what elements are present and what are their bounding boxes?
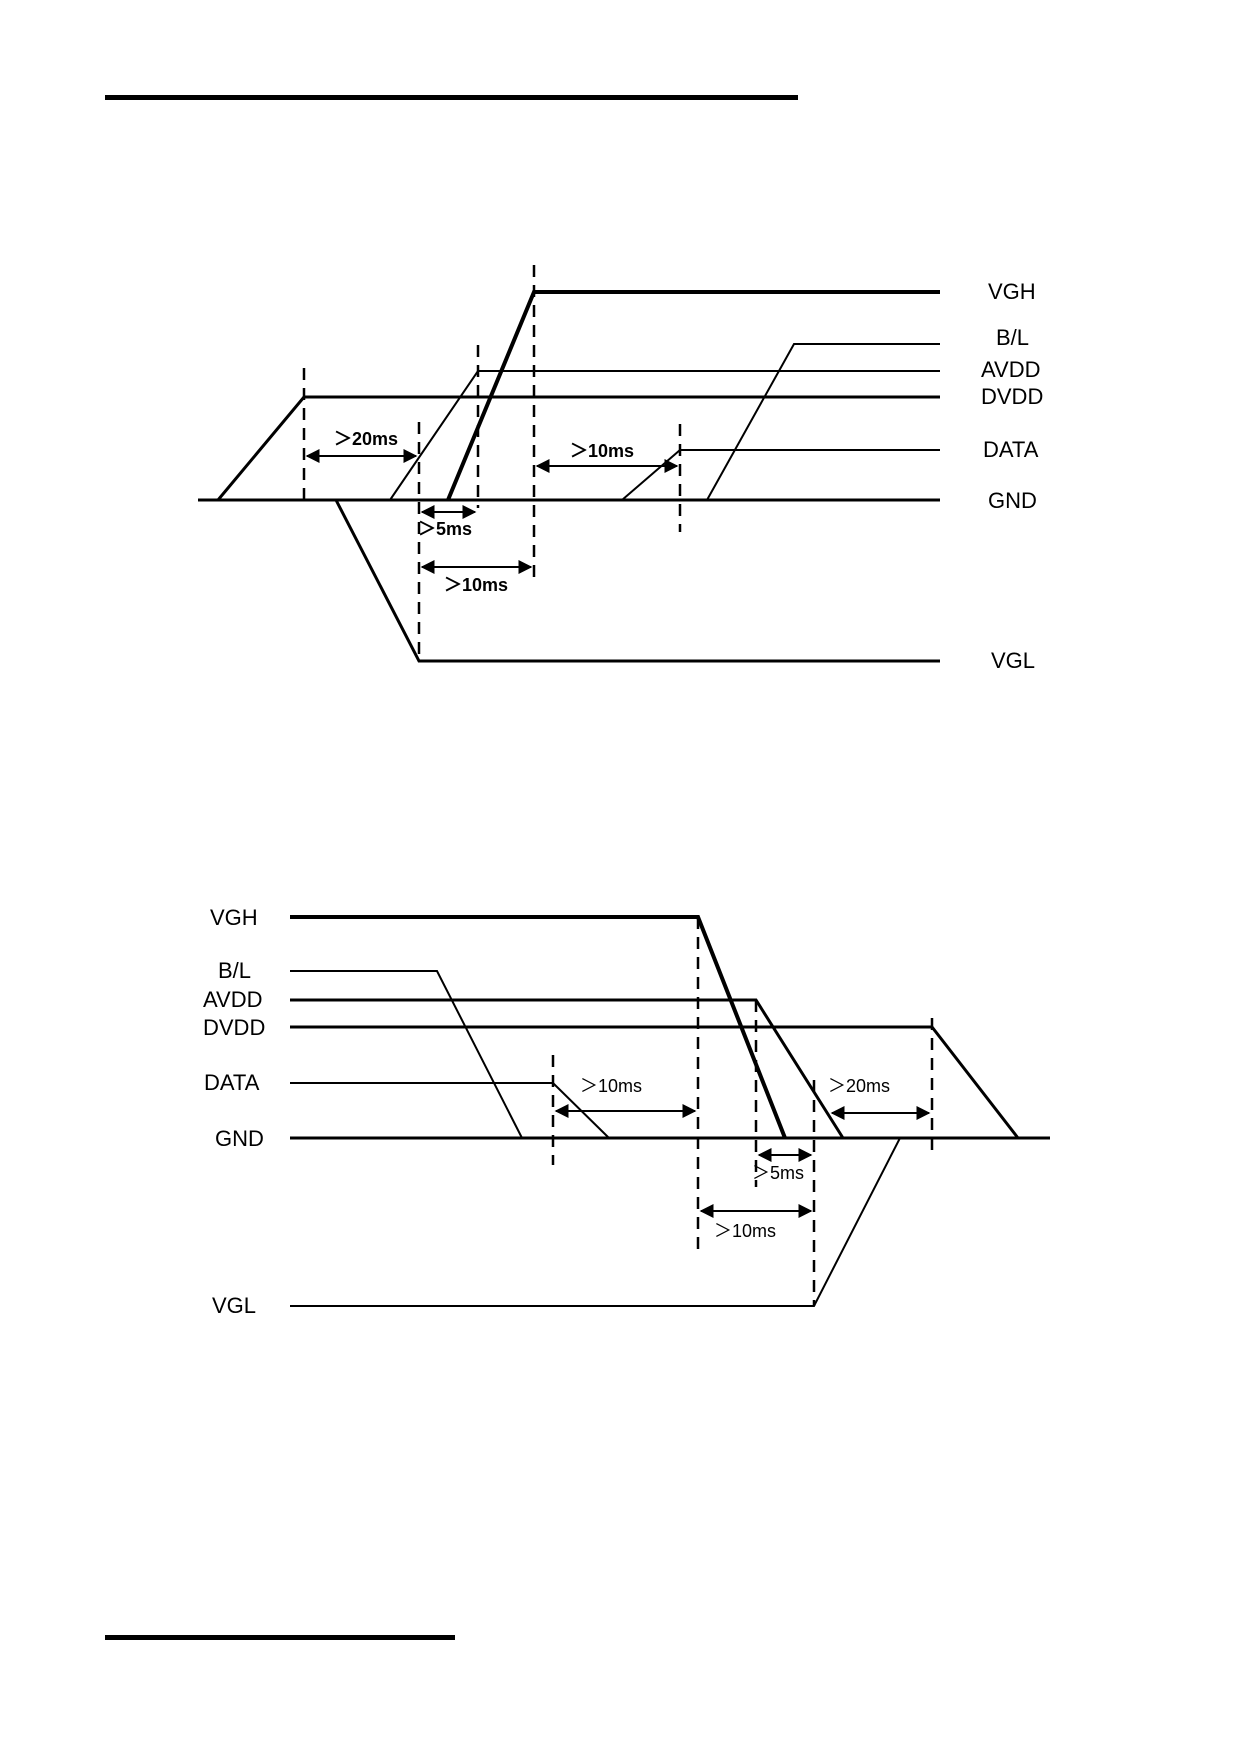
on-data-line <box>621 449 940 501</box>
off-bl-line <box>290 970 523 1139</box>
on-label-vgh: VGH <box>988 279 1036 304</box>
on-timing-20ms: ＞20ms <box>334 429 398 449</box>
on-label-dvdd: DVDD <box>981 384 1043 409</box>
bottom-rule <box>105 1635 455 1640</box>
on-timing-10ms-vgh: ＞10ms <box>444 575 508 595</box>
off-label-vgh: VGH <box>210 905 258 930</box>
off-label-bl: B/L <box>218 958 251 983</box>
on-label-gnd: GND <box>988 488 1037 513</box>
on-avdd-line <box>389 370 940 501</box>
on-timing-5ms: ＞5ms <box>418 519 472 539</box>
on-vgl-line <box>334 499 940 663</box>
power-off-labels: VGH B/L AVDD DVDD DATA GND VGL ＞10ms ＞5m… <box>203 905 890 1318</box>
off-label-gnd: GND <box>215 1126 264 1151</box>
off-timing-20ms: ＞20ms <box>828 1076 890 1096</box>
power-on-labels: VGH B/L AVDD DVDD DATA GND VGL ＞20ms ＞5m… <box>334 279 1043 673</box>
power-on-diagram <box>198 265 940 663</box>
off-vgl-line <box>290 1137 901 1307</box>
power-off-diagram <box>290 915 1050 1307</box>
on-label-avdd: AVDD <box>981 357 1041 382</box>
off-timing-10ms-data: ＞10ms <box>580 1076 642 1096</box>
off-label-dvdd: DVDD <box>203 1015 265 1040</box>
off-label-avdd: AVDD <box>203 987 263 1012</box>
off-avdd-line <box>290 998 845 1139</box>
top-rule <box>105 95 798 100</box>
on-timing-10ms-data: ＞10ms <box>570 441 634 461</box>
off-label-data: DATA <box>204 1070 260 1095</box>
on-label-bl: B/L <box>996 325 1029 350</box>
off-timing-5ms: ＞5ms <box>752 1163 804 1183</box>
off-timing-10ms-vgl: ＞10ms <box>714 1221 776 1241</box>
on-bl-line <box>706 343 940 501</box>
on-label-vgl: VGL <box>991 648 1035 673</box>
on-label-data: DATA <box>983 437 1039 462</box>
off-label-vgl: VGL <box>212 1293 256 1318</box>
